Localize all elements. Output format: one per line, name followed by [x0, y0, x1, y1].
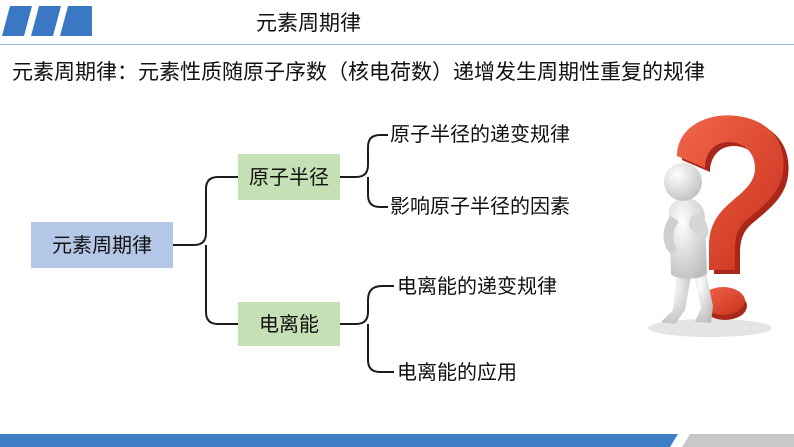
header-stripes-decoration — [2, 6, 92, 36]
mindmap-branch-atomic-radius: 原子半径 — [238, 154, 340, 200]
connector-energy — [340, 285, 394, 325]
footer-bar-decoration — [0, 434, 794, 447]
mindmap-leaf-energy-application: 电离能的应用 — [397, 360, 517, 384]
connector-root — [173, 176, 238, 246]
connector-energy-lower — [367, 324, 394, 373]
connector-radius — [340, 134, 388, 178]
mindmap-leaf-radius-trend: 原子半径的递变规律 — [390, 122, 570, 146]
mindmap-root-node: 元素周期律 — [31, 222, 173, 268]
connector-radius-lower — [367, 177, 388, 208]
definition-text: 元素周期律：元素性质随原子序数（核电荷数）递增发生周期性重复的规律 — [12, 60, 705, 84]
mindmap-branch-ionization-energy: 电离能 — [238, 302, 340, 346]
mindmap-leaf-radius-factors: 影响原子半径的因素 — [390, 194, 570, 218]
slide-title: 元素周期律 — [256, 11, 361, 35]
connector-root-lower — [205, 245, 238, 325]
thinking-figure-question-mark-icon — [648, 115, 789, 337]
title-divider — [0, 44, 794, 45]
mindmap-leaf-energy-trend: 电离能的递变规律 — [397, 274, 557, 298]
